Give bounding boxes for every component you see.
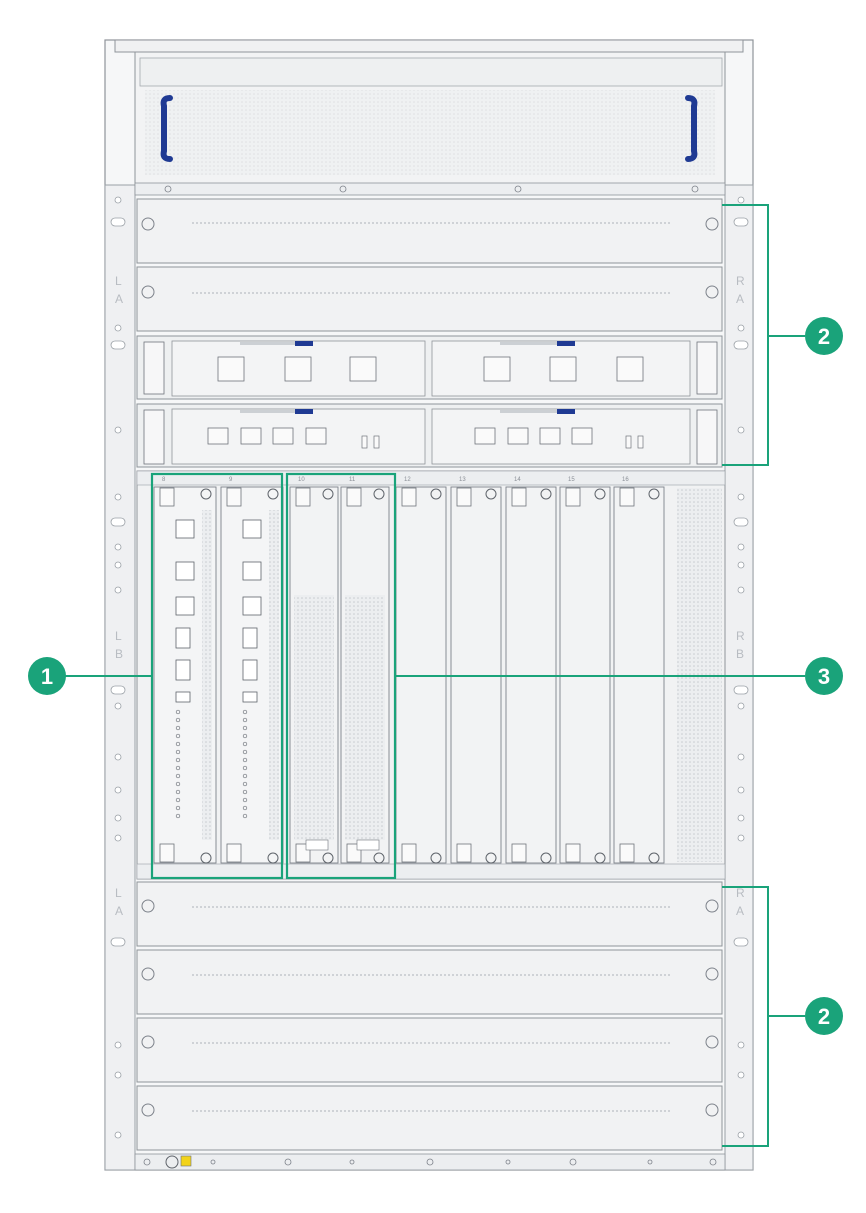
lower-filler-panels — [136, 881, 723, 1151]
left-handle — [160, 95, 173, 162]
rail-hole — [737, 561, 745, 569]
callout-1: 1 — [28, 657, 66, 695]
card-slots: 8 9 10 11 12 13 14 15 16 — [153, 477, 665, 864]
rail-hole — [737, 543, 745, 551]
slot-number-label: 11 — [349, 477, 356, 483]
callout-2-top: 2 — [805, 317, 843, 355]
callout-3-label: 3 — [818, 664, 830, 689]
slot-number-label: 16 — [622, 477, 629, 483]
rail-slot-hole — [110, 685, 126, 695]
rail-label-right-top-2: A — [736, 292, 744, 306]
rail-hole — [737, 1071, 745, 1079]
rail-hole — [737, 426, 745, 434]
rail-holes — [110, 196, 749, 1139]
card-slot — [220, 486, 284, 864]
rail-hole — [737, 702, 745, 710]
rail-label-left-mid-1: L — [115, 629, 122, 643]
rail-hole — [737, 586, 745, 594]
slot-number-label: 15 — [568, 477, 575, 483]
callout-2-bottom: 2 — [805, 997, 843, 1035]
slot-number-label: 9 — [229, 477, 233, 483]
card-slot — [340, 486, 390, 864]
rail-slot-hole — [733, 340, 749, 350]
rail-hole — [114, 543, 122, 551]
rail-hole — [114, 586, 122, 594]
ground-warning-icon — [180, 1155, 192, 1167]
rail-label-left-bottom-1: L — [115, 886, 122, 900]
callout-1-label: 1 — [41, 664, 53, 689]
slot-number-label: 10 — [298, 477, 305, 483]
top-air-filter-panel — [134, 51, 726, 196]
slot-number-label: 14 — [514, 477, 521, 483]
rail-slot-hole — [110, 517, 126, 527]
rail-label-right-mid-1: R — [736, 629, 745, 643]
bottom-grounding-bar — [134, 1153, 726, 1171]
rail-slot-hole — [733, 517, 749, 527]
rail-hole — [114, 814, 122, 822]
rail-hole — [114, 786, 122, 794]
rail-hole — [114, 1131, 122, 1139]
callout-2-bottom-label: 2 — [818, 1004, 830, 1029]
right-handle — [685, 95, 698, 162]
rail-slot-hole — [733, 217, 749, 227]
rail-label-right-top-1: R — [736, 274, 745, 288]
rail-hole — [114, 426, 122, 434]
rail-label-left-bottom-2: A — [115, 904, 123, 918]
rail-hole — [114, 561, 122, 569]
card-slot — [153, 486, 217, 864]
rail-label-left-top-1: L — [115, 274, 122, 288]
rail-hole — [737, 493, 745, 501]
callout-leaders — [65, 204, 805, 1147]
rail-slot-hole — [110, 340, 126, 350]
rail-slot-hole — [733, 937, 749, 947]
rail-label-right-bottom-2: A — [736, 904, 744, 918]
rail-hole — [737, 786, 745, 794]
fabric-module-row-1 — [136, 335, 723, 400]
rail-hole — [114, 753, 122, 761]
upper-filler-panels — [136, 198, 723, 332]
rail-hole — [114, 324, 122, 332]
rail-hole — [737, 814, 745, 822]
slot-number-label: 13 — [459, 477, 466, 483]
rail-hole — [114, 1041, 122, 1049]
rail-hole — [114, 493, 122, 501]
rail-hole — [737, 753, 745, 761]
rail-slot-hole — [110, 937, 126, 947]
callout-3: 3 — [805, 657, 843, 695]
card-slot — [289, 486, 339, 864]
rail-hole — [114, 1071, 122, 1079]
rail-hole — [114, 702, 122, 710]
rail-label-left-mid-2: B — [115, 647, 123, 661]
rail-hole — [114, 196, 122, 204]
callout-2-top-label: 2 — [818, 324, 830, 349]
rail-hole — [737, 1131, 745, 1139]
rail-hole — [737, 324, 745, 332]
rail-hole — [737, 834, 745, 842]
rail-slot-hole — [733, 685, 749, 695]
slot-number-label: 8 — [162, 477, 166, 483]
fabric-module-row-2 — [136, 403, 723, 468]
rail-hole — [737, 196, 745, 204]
rail-label-right-bottom-1: R — [736, 886, 745, 900]
rail-hole — [114, 834, 122, 842]
rail-label-left-top-2: A — [115, 292, 123, 306]
rail-hole — [737, 1041, 745, 1049]
slot-number-label: 12 — [404, 477, 411, 483]
rail-slot-hole — [110, 217, 126, 227]
rail-label-right-mid-2: B — [736, 647, 744, 661]
